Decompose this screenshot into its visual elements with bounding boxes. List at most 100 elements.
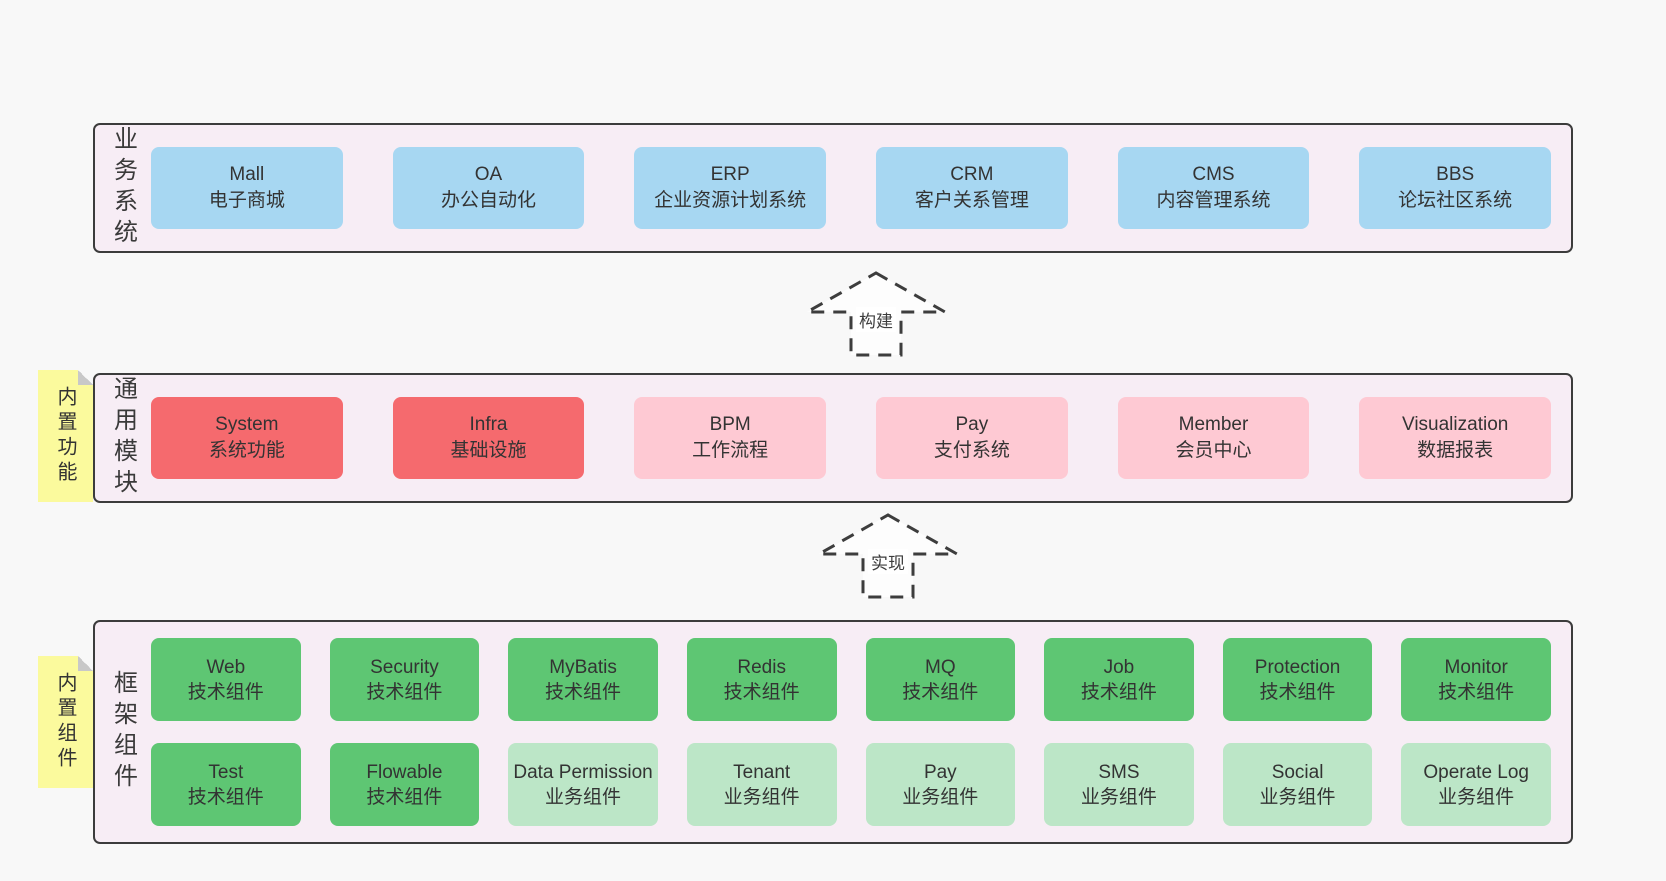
business-systems-grid: Mall 电子商城 OA 办公自动化 ERP 企业资源计划系统 CRM 客户关系… [151, 125, 1551, 251]
box-name: MQ [925, 656, 956, 678]
box-subtitle: 论坛社区系统 [1398, 190, 1513, 211]
box-subtitle: 业务组件 [1438, 786, 1515, 808]
box-subtitle: 技术组件 [366, 681, 443, 703]
layer-business-systems: 业务系统 Mall 电子商城 OA 办公自动化 ERP 企业资源计划系统 CRM… [93, 123, 1573, 253]
box-bbs: BBS 论坛社区系统 [1359, 147, 1551, 229]
box-subtitle: 业务组件 [902, 786, 979, 808]
framework-components-grid: Web 技术组件 Security 技术组件 MyBatis 技术组件 Redi… [151, 622, 1551, 842]
box-job: Job 技术组件 [1044, 638, 1194, 721]
box-mall: Mall 电子商城 [151, 147, 343, 229]
box-name: OA [474, 164, 503, 185]
box-sms: SMS 业务组件 [1044, 743, 1194, 826]
box-pay-component: Pay 业务组件 [865, 743, 1016, 826]
box-name: Pay [923, 761, 957, 783]
box-name: Member [1178, 414, 1249, 435]
box-subtitle: 技术组件 [1080, 681, 1157, 703]
box-mq: MQ 技术组件 [865, 638, 1016, 721]
box-name: CRM [950, 164, 994, 185]
box-name: Data Permission [513, 761, 653, 783]
note-text: 内置功能 [54, 386, 76, 486]
box-subtitle: 业务组件 [1080, 786, 1157, 808]
box-system: System 系统功能 [151, 397, 343, 479]
box-name: Mall [229, 164, 265, 185]
note-built-in-components: 内置组件 [38, 656, 93, 788]
box-redis: Redis 技术组件 [686, 638, 837, 721]
box-member: Member 会员中心 [1117, 397, 1310, 479]
arrow-implement: 实现 [816, 512, 960, 600]
arrow-build: 构建 [804, 270, 948, 358]
box-erp: ERP 企业资源计划系统 [634, 147, 826, 229]
box-monitor: Monitor 技术组件 [1401, 638, 1551, 721]
box-subtitle: 技术组件 [723, 681, 800, 703]
box-subtitle: 会员中心 [1175, 440, 1252, 461]
box-data-permission: Data Permission 业务组件 [508, 743, 658, 826]
box-tenant: Tenant 业务组件 [686, 743, 837, 826]
layer-label-common-modules: 通用模块 [109, 376, 137, 500]
box-protection: Protection 技术组件 [1222, 638, 1373, 721]
box-cms: CMS 内容管理系统 [1117, 147, 1310, 229]
box-bpm: BPM 工作流程 [634, 397, 826, 479]
box-subtitle: 企业资源计划系统 [654, 190, 807, 211]
box-subtitle: 电子商城 [208, 190, 285, 211]
box-name: Job [1103, 656, 1135, 678]
box-name: Visualization [1402, 414, 1509, 435]
layer-framework-components: 框架组件 Web 技术组件 Security 技术组件 MyBatis 技术组件… [93, 620, 1573, 844]
note-text: 内置组件 [54, 672, 76, 772]
box-name: Pay [955, 414, 989, 435]
box-subtitle: 办公自动化 [440, 190, 536, 211]
box-subtitle: 内容管理系统 [1156, 190, 1271, 211]
layer-label-business-systems: 业务系统 [109, 126, 137, 250]
folded-corner-icon [78, 656, 93, 671]
box-subtitle: 业务组件 [723, 786, 800, 808]
arrow-label: 实现 [868, 549, 908, 574]
common-modules-grid: System 系统功能 Infra 基础设施 BPM 工作流程 Pay 支付系统… [151, 375, 1551, 501]
box-name: Infra [469, 414, 508, 435]
box-name: SMS [1098, 761, 1140, 783]
box-subtitle: 技术组件 [366, 786, 443, 808]
box-subtitle: 技术组件 [187, 786, 264, 808]
box-name: MyBatis [549, 656, 617, 678]
note-built-in-features: 内置功能 [38, 370, 93, 502]
box-oa: OA 办公自动化 [392, 147, 585, 229]
box-subtitle: 工作流程 [692, 440, 769, 461]
box-crm: CRM 客户关系管理 [876, 147, 1068, 229]
box-subtitle: 业务组件 [1259, 786, 1336, 808]
box-subtitle: 技术组件 [545, 681, 622, 703]
box-name: Social [1271, 761, 1324, 783]
box-subtitle: 数据报表 [1417, 440, 1494, 461]
box-name: System [215, 414, 279, 435]
box-test: Test 技术组件 [151, 743, 301, 826]
box-infra: Infra 基础设施 [392, 397, 585, 479]
box-name: BBS [1436, 164, 1475, 185]
layer-label-framework-components: 框架组件 [109, 670, 137, 794]
box-subtitle: 技术组件 [902, 681, 979, 703]
box-name: Test [208, 761, 244, 783]
box-mybatis: MyBatis 技术组件 [508, 638, 658, 721]
box-visualization: Visualization 数据报表 [1359, 397, 1551, 479]
box-subtitle: 支付系统 [933, 440, 1010, 461]
box-security: Security 技术组件 [329, 638, 480, 721]
box-name: Tenant [733, 761, 791, 783]
box-name: ERP [710, 164, 750, 185]
box-name: Flowable [366, 761, 443, 783]
box-pay-module: Pay 支付系统 [876, 397, 1068, 479]
folded-corner-icon [78, 370, 93, 385]
box-operate-log: Operate Log 业务组件 [1401, 743, 1551, 826]
box-subtitle: 基础设施 [450, 440, 527, 461]
box-name: Security [370, 656, 439, 678]
box-subtitle: 技术组件 [1259, 681, 1336, 703]
box-name: CMS [1192, 164, 1235, 185]
box-name: Operate Log [1423, 761, 1529, 783]
box-subtitle: 业务组件 [545, 786, 622, 808]
box-name: BPM [709, 414, 751, 435]
box-web: Web 技术组件 [151, 638, 301, 721]
box-subtitle: 技术组件 [1438, 681, 1515, 703]
box-social: Social 业务组件 [1222, 743, 1373, 826]
layer-common-modules: 通用模块 System 系统功能 Infra 基础设施 BPM 工作流程 Pay… [93, 373, 1573, 503]
box-name: Web [206, 656, 246, 678]
box-subtitle: 技术组件 [187, 681, 264, 703]
box-subtitle: 客户关系管理 [914, 190, 1029, 211]
box-name: Protection [1254, 656, 1341, 678]
box-subtitle: 系统功能 [208, 440, 285, 461]
